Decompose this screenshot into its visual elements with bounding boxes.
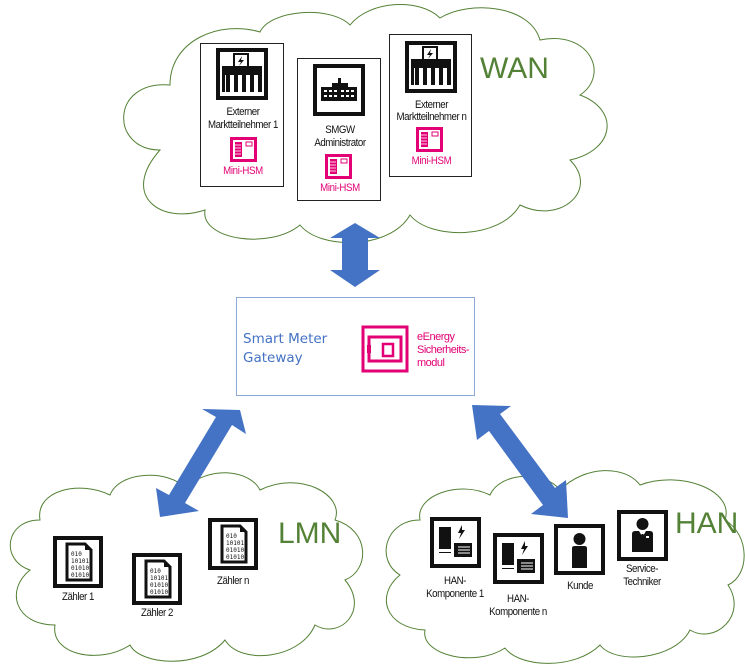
- participant-name-line2: Marktteilnehmer n: [396, 111, 467, 123]
- svg-text:01010: 01010: [150, 589, 168, 596]
- mini-hsm-label: Mini-HSM: [223, 165, 263, 177]
- mini-hsm-label: Mini-HSM: [411, 155, 452, 167]
- participant-card-smgw-admin[interactable]: SMGW Administrator Mini-HSM: [297, 58, 381, 201]
- han-component-1[interactable]: [430, 517, 481, 568]
- gateway-title-line2: Gateway: [243, 350, 303, 366]
- mini-hsm-icon: [230, 137, 257, 162]
- meter-1-label: Zähler 1: [61, 591, 94, 603]
- appliance-icon: [493, 533, 544, 584]
- mini-hsm-icon: [416, 127, 443, 152]
- security-module-label-line3: modul: [417, 357, 445, 369]
- han-component-1-label-line2: Komponente 1: [426, 588, 484, 600]
- gateway-title-line1: Smart Meter: [243, 331, 328, 347]
- svg-text:01010: 01010: [150, 582, 168, 589]
- participant-card-external-n[interactable]: Externer Marktteilnehmer n Mini-HSM: [389, 34, 472, 177]
- svg-text:010: 010: [226, 533, 237, 540]
- participant-name-line1: Externer: [414, 99, 449, 111]
- lmn-label: LMN: [278, 517, 342, 550]
- gateway-han-arrow: [472, 405, 568, 518]
- wan-gateway-arrow: [330, 223, 380, 287]
- smart-meter-gateway-box[interactable]: Smart Meter Gateway eEnergy Sicherheits-…: [236, 297, 475, 396]
- gateway-lmn-arrow: [156, 409, 246, 517]
- svg-text:01010: 01010: [71, 565, 89, 572]
- customer[interactable]: [554, 524, 605, 575]
- wan-label: WAN: [480, 52, 549, 85]
- svg-text:01010: 01010: [226, 554, 244, 561]
- service-technician-label-line1: Service-: [626, 563, 658, 575]
- svg-text:01010: 01010: [226, 547, 244, 554]
- svg-text:010: 010: [71, 551, 82, 558]
- power-plant-icon: [216, 48, 268, 100]
- han-component-1-label-line1: HAN-: [444, 575, 466, 587]
- svg-text:10101: 10101: [71, 558, 89, 565]
- participant-name-line1: Externer: [226, 106, 260, 118]
- svg-text:010: 010: [150, 568, 161, 575]
- lmn-cloud: [9, 472, 364, 662]
- appliance-icon: [430, 517, 481, 568]
- meter-2-label: Zähler 2: [140, 607, 173, 619]
- security-module-label-line1: eEnergy: [417, 331, 455, 343]
- power-plant-icon: [405, 41, 457, 93]
- arrows: [156, 223, 568, 518]
- participant-name-line1: SMGW: [325, 124, 355, 136]
- service-technician[interactable]: [617, 510, 668, 561]
- person-icon: [554, 524, 605, 575]
- han-label: HAN: [675, 507, 739, 540]
- mini-hsm-label: Mini-HSM: [320, 182, 360, 194]
- security-module-label-line2: Sicherheits-: [417, 344, 470, 356]
- mini-hsm-icon: [325, 154, 352, 179]
- technician-icon: [617, 510, 668, 561]
- meter-n-label: Zähler n: [216, 575, 249, 587]
- han-component-n[interactable]: [493, 533, 544, 584]
- participant-name-line2: Administrator: [314, 137, 366, 149]
- security-module-icon: [361, 325, 409, 373]
- participant-card-external-1[interactable]: Externer Marktteilnehmer 1 Mini-HSM: [200, 43, 284, 187]
- svg-text:01010: 01010: [71, 572, 89, 579]
- customer-label: Kunde: [567, 580, 593, 592]
- svg-text:10101: 10101: [150, 575, 168, 582]
- han-component-n-label-line2: Komponente n: [489, 606, 547, 618]
- service-technician-label-line2: Techniker: [623, 576, 661, 588]
- han-component-n-label-line1: HAN-: [507, 593, 529, 605]
- svg-text:10101: 10101: [226, 540, 244, 547]
- participant-name-line2: Marktteilnehmer 1: [207, 119, 278, 131]
- factory-building-icon: [313, 64, 365, 116]
